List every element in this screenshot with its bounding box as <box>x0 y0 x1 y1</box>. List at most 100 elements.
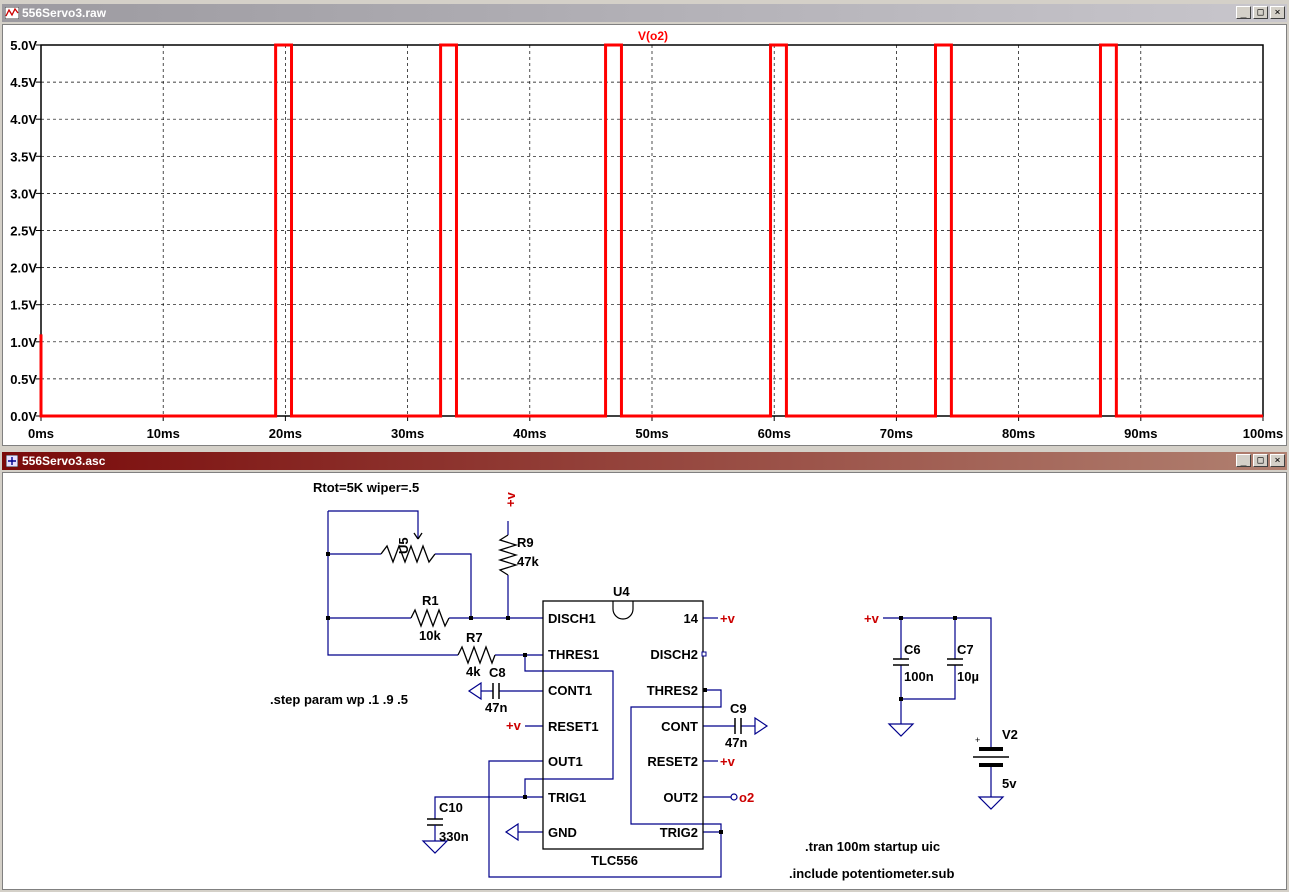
y-tick-label: 4.5V <box>10 75 37 90</box>
plot-window-titlebar[interactable]: 556Servo3.raw _ □ × <box>2 4 1287 22</box>
y-tick-label: 1.5V <box>10 298 37 313</box>
plot-window: 556Servo3.raw _ □ × 0ms 10ms 20ms 30ms 40ms 5… <box>2 4 1287 446</box>
u4-left-pins: DISCH1 THRES1 CONT1 RESET1 OUT1 TRIG1 GN… <box>548 611 599 840</box>
net-label-plus-v: +v <box>720 611 736 626</box>
v2-battery-icon: + <box>973 735 1009 771</box>
close-button[interactable]: × <box>1270 454 1285 467</box>
c10-label: C10 <box>439 800 463 815</box>
u4-chip[interactable] <box>542 600 707 850</box>
r7-value: 4k <box>466 664 481 679</box>
rtot-directive: Rtot=5K wiper=.5 <box>313 480 419 495</box>
o2-port-icon <box>730 793 738 801</box>
x-tick-label: 20ms <box>269 426 302 441</box>
x-tick-label: 80ms <box>1002 426 1035 441</box>
r7-resistor-icon <box>457 645 496 665</box>
y-tick-label: 3.0V <box>10 186 37 201</box>
r7-label: R7 <box>466 630 483 645</box>
c7-value: 10µ <box>957 669 979 684</box>
trace-v-o2[interactable] <box>39 43 1263 418</box>
pin-gnd: GND <box>548 825 577 840</box>
x-tick-label: 10ms <box>147 426 180 441</box>
plot-grid <box>36 44 1264 421</box>
net-label-plus-v: +v <box>720 754 736 769</box>
close-button[interactable]: × <box>1270 6 1285 19</box>
pin-reset2: RESET2 <box>647 754 698 769</box>
waveform-icon <box>5 6 19 20</box>
pin-reset1: RESET1 <box>548 719 599 734</box>
y-tick-label: 3.5V <box>10 149 37 164</box>
y-tick-label: 5.0V <box>10 38 37 53</box>
svg-text:+: + <box>975 735 980 745</box>
pin-cont: CONT <box>661 719 698 734</box>
pin-cont1: CONT1 <box>548 683 592 698</box>
pin-14: 14 <box>684 611 699 626</box>
pin-trig1: TRIG1 <box>548 790 586 805</box>
trace-line-v-o2[interactable] <box>39 43 1263 418</box>
c6-capacitor-icon <box>893 658 909 666</box>
schematic-icon <box>5 454 19 468</box>
c10-value: 330n <box>439 829 469 844</box>
x-tick-label: 70ms <box>880 426 913 441</box>
x-tick-label: 0ms <box>28 426 54 441</box>
schematic-wires <box>327 510 992 878</box>
schematic-window-title: 556Servo3.asc <box>22 454 106 468</box>
pulse <box>771 45 787 416</box>
c6-label: C6 <box>904 642 921 657</box>
c6-value: 100n <box>904 669 934 684</box>
pin-out2: OUT2 <box>663 790 698 805</box>
minimize-button[interactable]: _ <box>1236 454 1251 467</box>
schematic-pane[interactable]: + DISCH1 THRES1 CONT1 RESET1 OUT1 TRIG1 … <box>2 472 1287 890</box>
c8-capacitor-icon <box>492 683 500 699</box>
u5-label: U5 <box>396 537 411 554</box>
minimize-button[interactable]: _ <box>1236 6 1251 19</box>
trace-label-v-o2[interactable]: V(o2) <box>638 29 668 43</box>
resistor-symbols <box>380 532 519 665</box>
pin-out1: OUT1 <box>548 754 583 769</box>
u4-label: U4 <box>613 584 630 599</box>
pin-disch2: DISCH2 <box>650 647 698 662</box>
c9-label: C9 <box>730 701 747 716</box>
ground-icon <box>754 716 769 736</box>
c9-value: 47n <box>725 735 747 750</box>
x-tick-label: 30ms <box>391 426 424 441</box>
c9-capacitor-icon <box>734 718 742 734</box>
v2-value: 5v <box>1002 776 1017 791</box>
maximize-button[interactable]: □ <box>1253 6 1268 19</box>
component-labels: Rtot=5K wiper=.5 U5 R9 47k U4 R1 10k R7 … <box>270 480 1018 881</box>
r9-label: R9 <box>517 535 534 550</box>
pin-trig2: TRIG2 <box>660 825 698 840</box>
r1-label: R1 <box>422 593 439 608</box>
x-tick-label: 40ms <box>513 426 546 441</box>
ground-icon <box>504 822 519 842</box>
c7-capacitor-icon <box>947 658 963 666</box>
r9-value: 47k <box>517 554 539 569</box>
net-label-plus-v: +v <box>503 491 518 507</box>
junctions <box>326 552 957 834</box>
pulse <box>441 45 457 416</box>
u4-right-pins: 14 DISCH2 THRES2 CONT RESET2 OUT2 TRIG2 <box>647 611 699 840</box>
maximize-button[interactable]: □ <box>1253 454 1268 467</box>
x-tick-label: 60ms <box>758 426 791 441</box>
plot-window-title: 556Servo3.raw <box>22 6 107 20</box>
u4-part-name: TLC556 <box>591 853 638 868</box>
u5-potentiometer-icon <box>380 544 436 564</box>
net-labels: +v +v +v +v +v o2 <box>503 491 880 805</box>
y-tick-label: 2.5V <box>10 224 37 239</box>
ground-icon <box>977 796 1005 810</box>
y-tick-label: 1.0V <box>10 335 37 350</box>
ground-icon <box>421 840 449 854</box>
pin-thres2: THRES2 <box>647 683 698 698</box>
r1-resistor-icon <box>410 608 450 628</box>
y-tick-label: 4.0V <box>10 112 37 127</box>
y-tick-label: 0.5V <box>10 372 37 387</box>
schematic-canvas[interactable]: + DISCH1 THRES1 CONT1 RESET1 OUT1 TRIG1 … <box>3 473 1286 889</box>
schematic-window: 556Servo3.asc _ □ × <box>0 450 1289 892</box>
c7-label: C7 <box>957 642 974 657</box>
y-tick-label: 0.0V <box>10 409 37 424</box>
schematic-window-titlebar[interactable]: 556Servo3.asc _ □ × <box>2 452 1287 470</box>
pin-thres1: THRES1 <box>548 647 599 662</box>
ground-icon <box>467 681 482 701</box>
net-label-plus-v: +v <box>864 611 880 626</box>
